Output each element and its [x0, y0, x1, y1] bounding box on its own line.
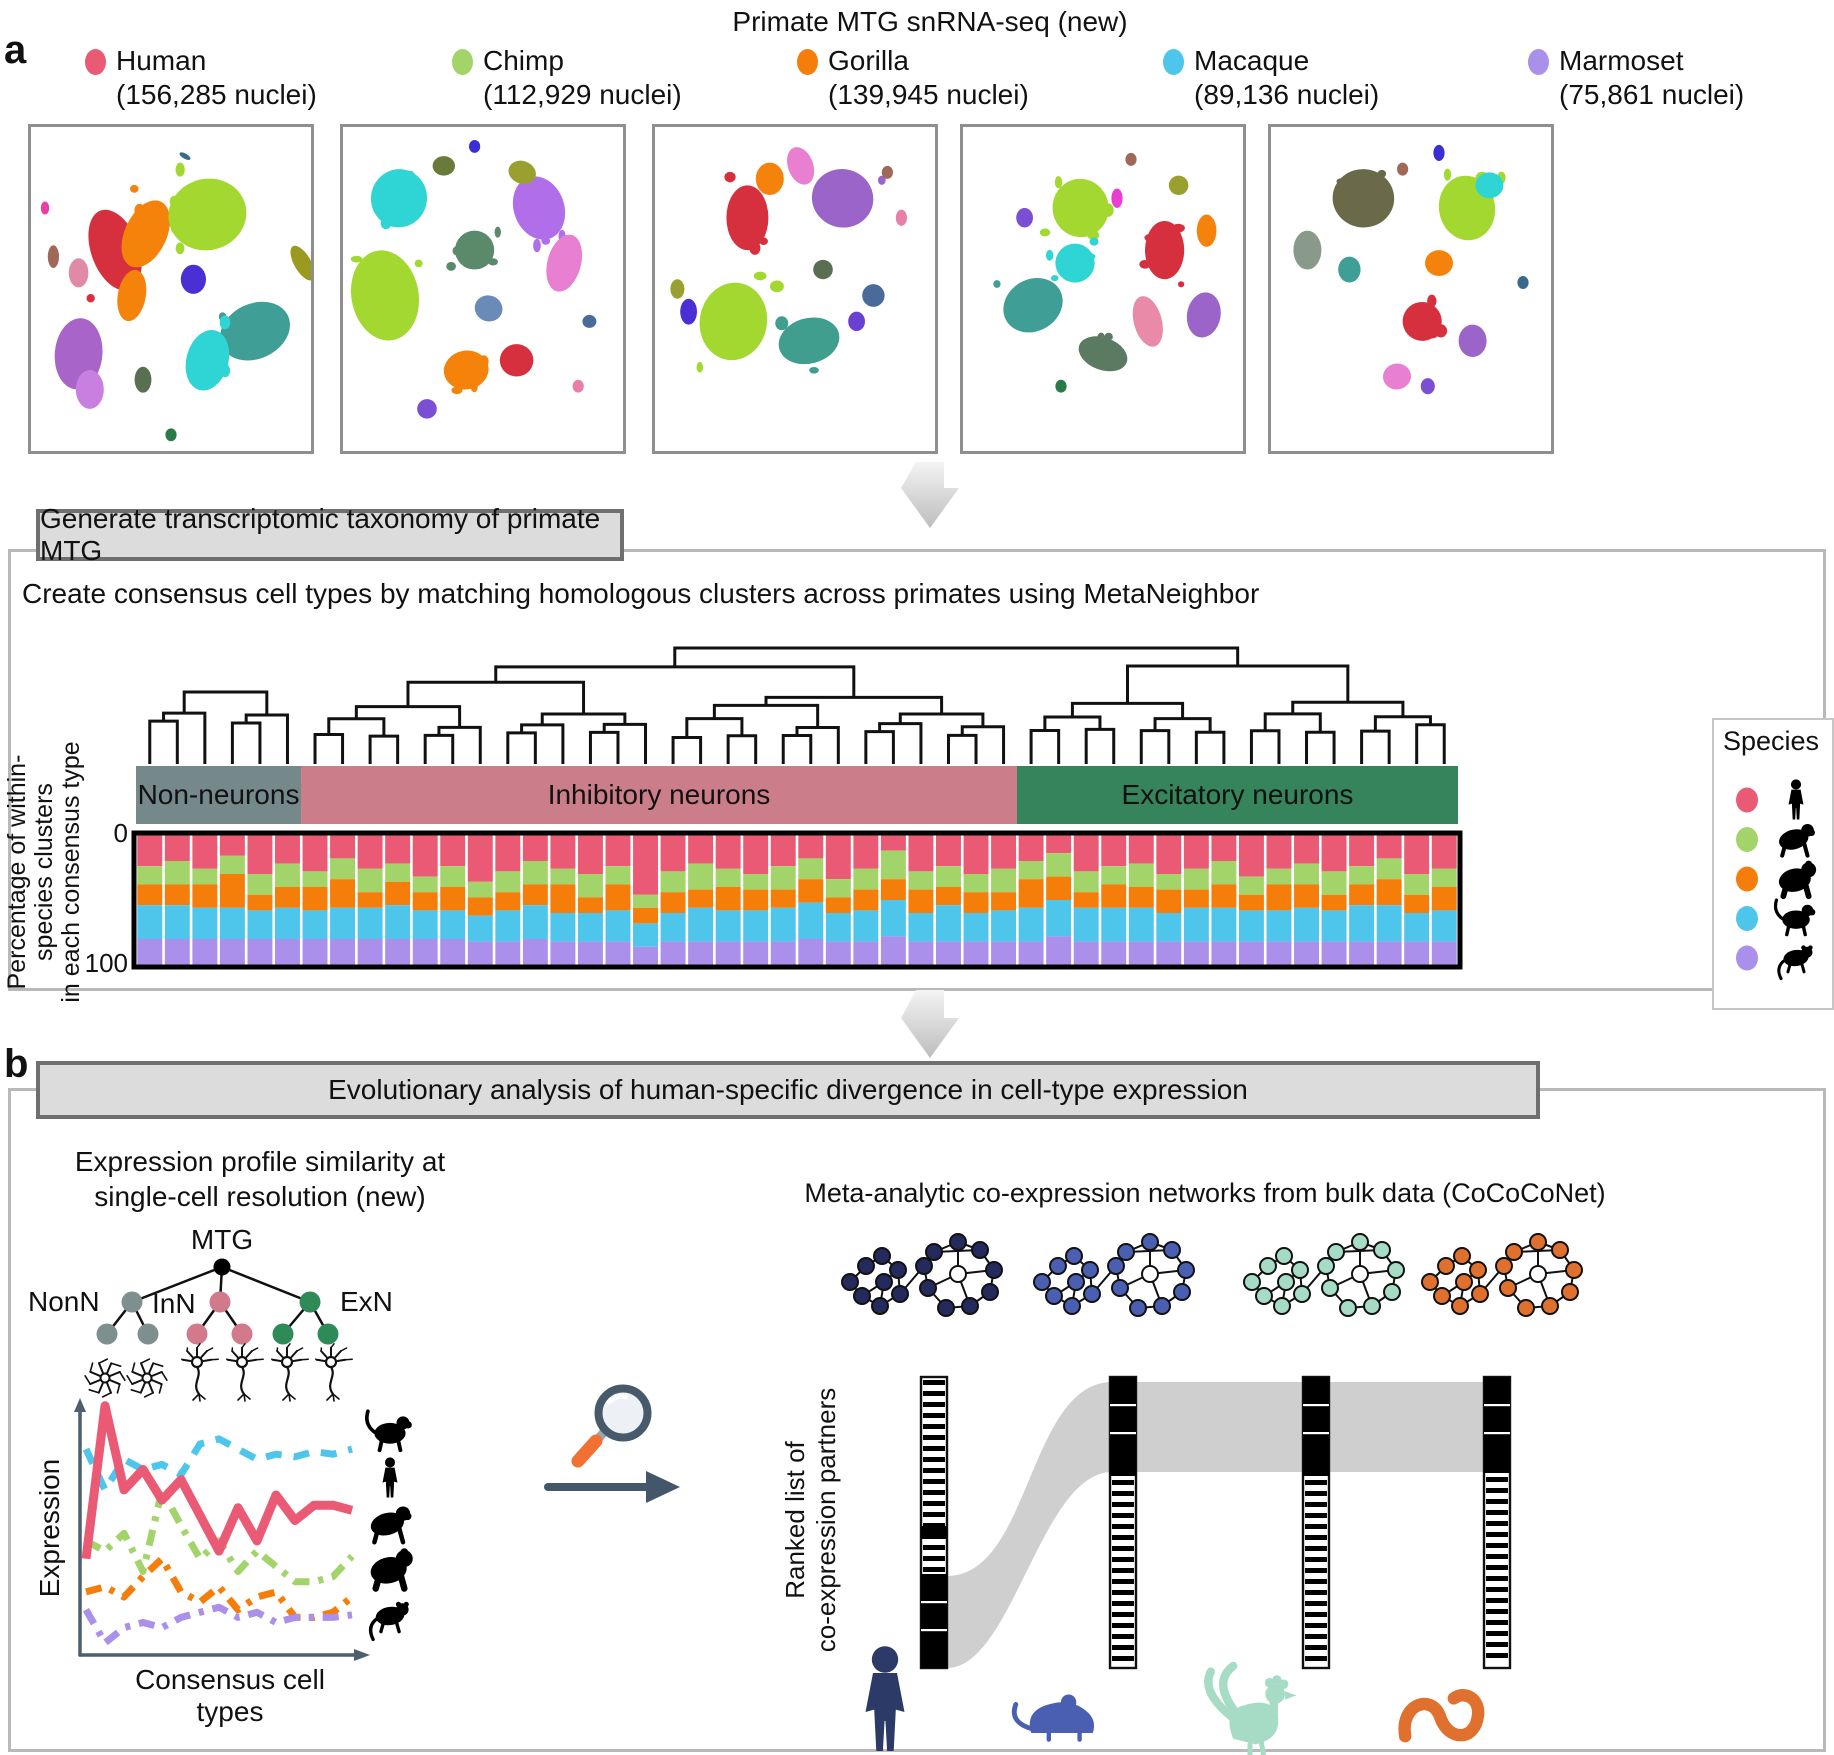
ytick-100: 100 — [84, 948, 128, 978]
panel-b-label: b — [4, 1042, 29, 1086]
group-label: Inhibitory neurons — [547, 779, 771, 810]
species-nuclei-count: (89,136 nuclei) — [1194, 79, 1380, 110]
umap-scatter — [350, 139, 597, 419]
species-name: Macaque — [1194, 45, 1310, 76]
panel-a-label: a — [4, 28, 27, 72]
group-bar-non-neurons: Non-neurons — [136, 766, 301, 824]
macaque-color-dot — [1163, 49, 1184, 75]
group-label: Excitatory neurons — [1121, 779, 1354, 810]
tree-branch-label-exn: ExN — [340, 1286, 393, 1317]
species-legend-macaque: Macaque (89,136 nuclei) — [1163, 44, 1379, 112]
species-name: Gorilla — [828, 45, 909, 76]
expression-chart-ylabel: Expression — [34, 1458, 65, 1598]
umap-scatter — [993, 152, 1221, 393]
species-nuclei-count: (139,945 nuclei) — [828, 79, 1029, 110]
tree-branch-label-nonn: NonN — [28, 1286, 100, 1317]
species-legend-chimp: Chimp (112,929 nuclei) — [452, 44, 682, 112]
taxonomy-subtitle: Create consensus cell types by matching … — [22, 578, 1260, 609]
marmoset-color-dot — [1528, 49, 1549, 75]
umap-scatter — [670, 147, 907, 374]
umap-scatter — [40, 152, 315, 442]
ranked-list-label: Ranked list of co-expression partners — [780, 1387, 841, 1653]
species-legend-title: Species — [1722, 726, 1820, 756]
species-name: Human — [116, 45, 207, 76]
tree-root-label: MTG — [190, 1224, 254, 1255]
umap-scatter — [1293, 144, 1529, 395]
chimp-color-dot — [452, 49, 473, 75]
species-name: Marmoset — [1559, 45, 1684, 76]
species-nuclei-count: (75,861 nuclei) — [1559, 79, 1745, 110]
umap-plot-macaque — [960, 124, 1246, 454]
umap-plot-gorilla — [652, 124, 938, 454]
species-nuclei-count: (156,285 nuclei) — [116, 79, 317, 110]
group-label: Non-neurons — [137, 779, 300, 810]
expression-similarity-title: Expression profile similarity at single-… — [74, 1146, 446, 1212]
group-bar-excitatory-neurons: Excitatory neurons — [1017, 766, 1458, 824]
ytick-0: 0 — [113, 818, 128, 848]
species-legend-human: Human (156,285 nuclei) — [85, 44, 317, 112]
species-name: Chimp — [483, 45, 564, 76]
figure-title: Primate MTG snRNA-seq (new) — [732, 6, 1128, 37]
gorilla-color-dot — [797, 49, 818, 75]
species-nuclei-count: (112,929 nuclei) — [483, 79, 682, 110]
tree-branch-label-inn: InN — [152, 1288, 196, 1319]
panel-b-title-box: Evolutionary analysis of human-specific … — [36, 1061, 1540, 1119]
panel-b-title: Evolutionary analysis of human-specific … — [328, 1074, 1248, 1105]
coexpression-networks-title: Meta-analytic co-expression networks fro… — [804, 1178, 1606, 1208]
species-legend-marmoset: Marmoset (75,861 nuclei) — [1528, 44, 1744, 112]
umap-plot-marmoset — [1268, 124, 1554, 454]
umap-plot-human — [28, 124, 315, 454]
taxonomy-title: Generate transcriptomic taxonomy of prim… — [40, 503, 601, 566]
umap-plot-chimp — [340, 124, 626, 454]
taxonomy-title-box: Generate transcriptomic taxonomy of prim… — [36, 503, 624, 566]
group-bar-inhibitory-neurons: Inhibitory neurons — [301, 766, 1017, 824]
human-color-dot — [85, 49, 106, 75]
expression-chart-xlabel: Consensus cell types — [135, 1664, 325, 1727]
species-legend-box — [1712, 718, 1834, 1010]
species-legend-gorilla: Gorilla (139,945 nuclei) — [797, 44, 1029, 112]
